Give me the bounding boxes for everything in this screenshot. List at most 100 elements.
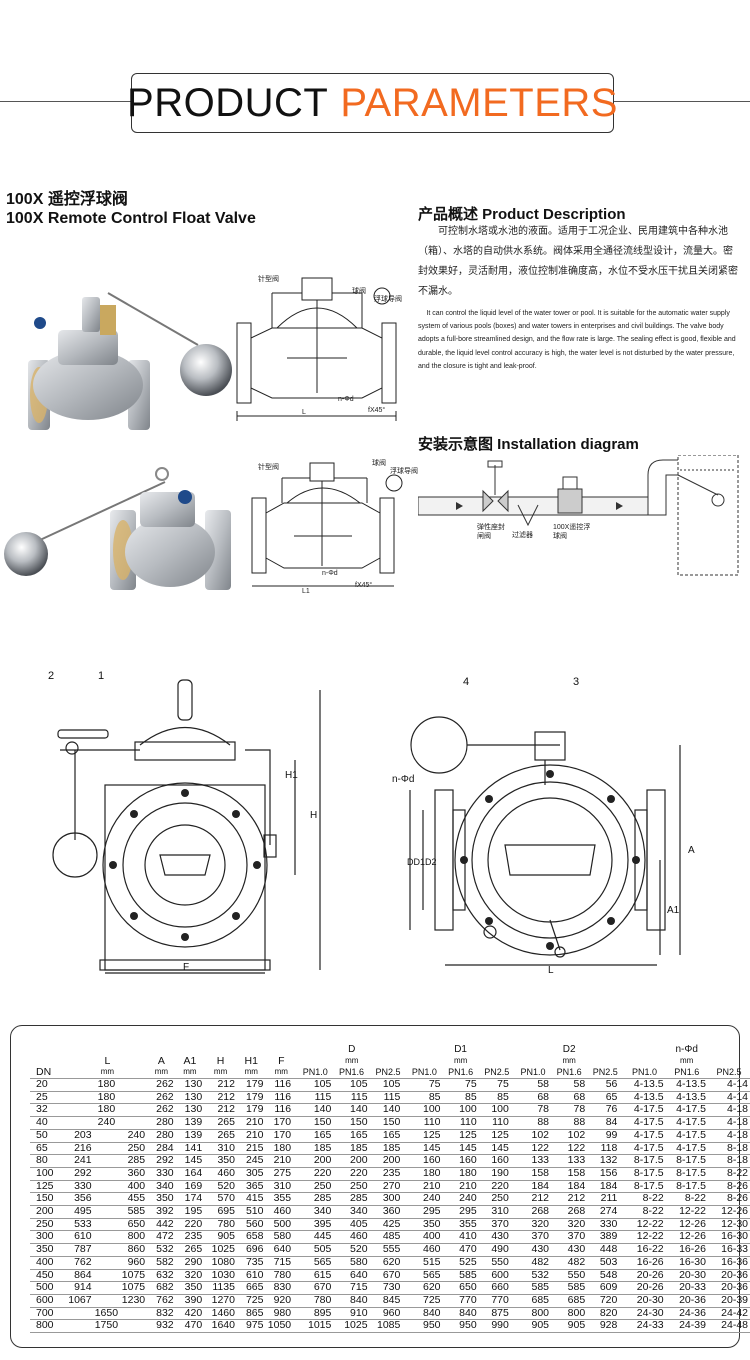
table-cell: 125 xyxy=(422,1128,441,1141)
installation-label-filter: 过滤器 xyxy=(512,532,533,539)
table-cell: 8-17.5 xyxy=(633,1154,664,1167)
table-cell: 158 xyxy=(567,1166,586,1179)
table-cell: 470 xyxy=(184,1319,203,1332)
table-cell: 184 xyxy=(567,1179,586,1192)
table-cell: 139 xyxy=(184,1128,203,1141)
table-cell: 472 xyxy=(156,1230,174,1243)
table-cell: 85 xyxy=(497,1090,509,1103)
table-cell: 905 xyxy=(217,1230,235,1243)
table-cell: 620 xyxy=(422,1281,441,1294)
table-cell: 670 xyxy=(313,1281,332,1294)
table-cell: 990 xyxy=(491,1319,509,1332)
table-cell: 310 xyxy=(273,1179,292,1192)
table-cell: 310 xyxy=(491,1205,509,1218)
product-description-cn: 可控制水塔或水池的液面。适用于工况企业、民用建筑中各种水池（箱）、水塔的自动供水… xyxy=(418,226,738,297)
th-D2: D2 xyxy=(562,1044,576,1055)
table-cell: 211 xyxy=(600,1192,618,1205)
table-cell: 725 xyxy=(245,1293,264,1306)
table-cell: 165 xyxy=(350,1128,368,1141)
part-number-4: 4 xyxy=(463,676,470,688)
table-cell: 268 xyxy=(531,1205,550,1218)
table-cell: 145 xyxy=(422,1141,441,1154)
table-cell: 1640 xyxy=(211,1319,235,1332)
th-F: F xyxy=(278,1055,285,1067)
table-cell xyxy=(94,1167,122,1180)
table-cell: 780 xyxy=(273,1268,292,1281)
table-cell: 280 xyxy=(156,1116,174,1129)
table-cell: 105 xyxy=(350,1078,368,1090)
table-cell: 670 xyxy=(382,1268,401,1281)
product-description-en: It can control the liquid level of the w… xyxy=(418,310,736,370)
table-cell: 448 xyxy=(599,1243,618,1256)
table-cell: 20-36 xyxy=(721,1268,748,1281)
table-cell: 16-30 xyxy=(721,1230,748,1243)
table-cell: 24-30 xyxy=(636,1306,664,1319)
table-cell: 548 xyxy=(599,1268,618,1281)
table-cell: 275 xyxy=(273,1166,292,1179)
table-cell: 180 xyxy=(97,1090,116,1103)
table-cell: 262 xyxy=(156,1103,174,1116)
table-cell: 840 xyxy=(459,1306,477,1319)
table-cell: 430 xyxy=(567,1243,586,1256)
table-cell: 250 xyxy=(313,1179,332,1192)
table-cell: 180 xyxy=(422,1166,441,1179)
table-cell: 12-26 xyxy=(679,1217,706,1230)
table-cell: 830 xyxy=(273,1281,292,1294)
table-cell: 180 xyxy=(459,1166,477,1179)
table-cell: 20-36 xyxy=(679,1293,706,1306)
table-cell: 185 xyxy=(313,1141,332,1154)
table-cell: 430 xyxy=(491,1230,509,1243)
table-cell xyxy=(94,1180,122,1193)
table-cell: 58 xyxy=(537,1078,550,1090)
product-title: 100X 遥控浮球阀 100X Remote Control Float Val… xyxy=(6,190,256,228)
table-cell: 360 xyxy=(127,1166,146,1179)
section-title-box: PRODUCT PARAMETERS xyxy=(127,73,617,133)
table-cell: 24-39 xyxy=(679,1319,706,1332)
table-cell: 130 xyxy=(184,1078,203,1090)
table-cell xyxy=(68,1104,94,1117)
table-cell: 88 xyxy=(537,1116,550,1129)
table-cell: 250 xyxy=(350,1179,368,1192)
table-cell: 320 xyxy=(531,1217,550,1230)
table-cell: 4-17.5 xyxy=(633,1116,664,1129)
table-cell: 145 xyxy=(184,1154,203,1167)
table-cell: 185 xyxy=(350,1141,368,1154)
table-cell: 250 xyxy=(36,1217,54,1230)
table-cell: 610 xyxy=(74,1230,92,1243)
table-cell: 56 xyxy=(605,1078,618,1090)
table-cell: 950 xyxy=(459,1319,477,1332)
table-cell: 24-33 xyxy=(636,1319,664,1332)
table-cell: 389 xyxy=(599,1230,618,1243)
table-cell: 320 xyxy=(184,1268,203,1281)
table-cell: 8-17.5 xyxy=(676,1166,706,1179)
table-cell: 8-17.5 xyxy=(676,1179,706,1192)
th-L: L xyxy=(104,1055,111,1067)
table-cell xyxy=(68,1117,94,1130)
callout-nphid-2: n-Φd xyxy=(322,570,338,577)
table-cell xyxy=(94,1231,122,1244)
table-cell: 725 xyxy=(422,1293,441,1306)
table-cell: 180 xyxy=(97,1078,116,1090)
table-cell: 160 xyxy=(459,1154,477,1167)
table-cell: 145 xyxy=(491,1141,509,1154)
table-cell: 4-17.5 xyxy=(676,1128,706,1141)
table-cell: 520 xyxy=(217,1179,235,1192)
table-cell: 582 xyxy=(156,1255,174,1268)
table-cell xyxy=(94,1206,122,1219)
table-cell: 20-30 xyxy=(636,1293,664,1306)
table-cell: 650 xyxy=(127,1217,146,1230)
table-cell: 609 xyxy=(599,1281,618,1294)
table-cell: 932 xyxy=(156,1319,174,1332)
table-cell: 122 xyxy=(567,1141,586,1154)
callout-chamfer-1: fX45° xyxy=(368,407,386,414)
table-cell: 1025 xyxy=(344,1319,368,1332)
table-cell: 250 xyxy=(127,1141,146,1154)
table-cell: 340 xyxy=(156,1179,174,1192)
table-cell: 905 xyxy=(531,1319,550,1332)
callout-needle-valve-1: 针型阀 xyxy=(258,276,279,283)
